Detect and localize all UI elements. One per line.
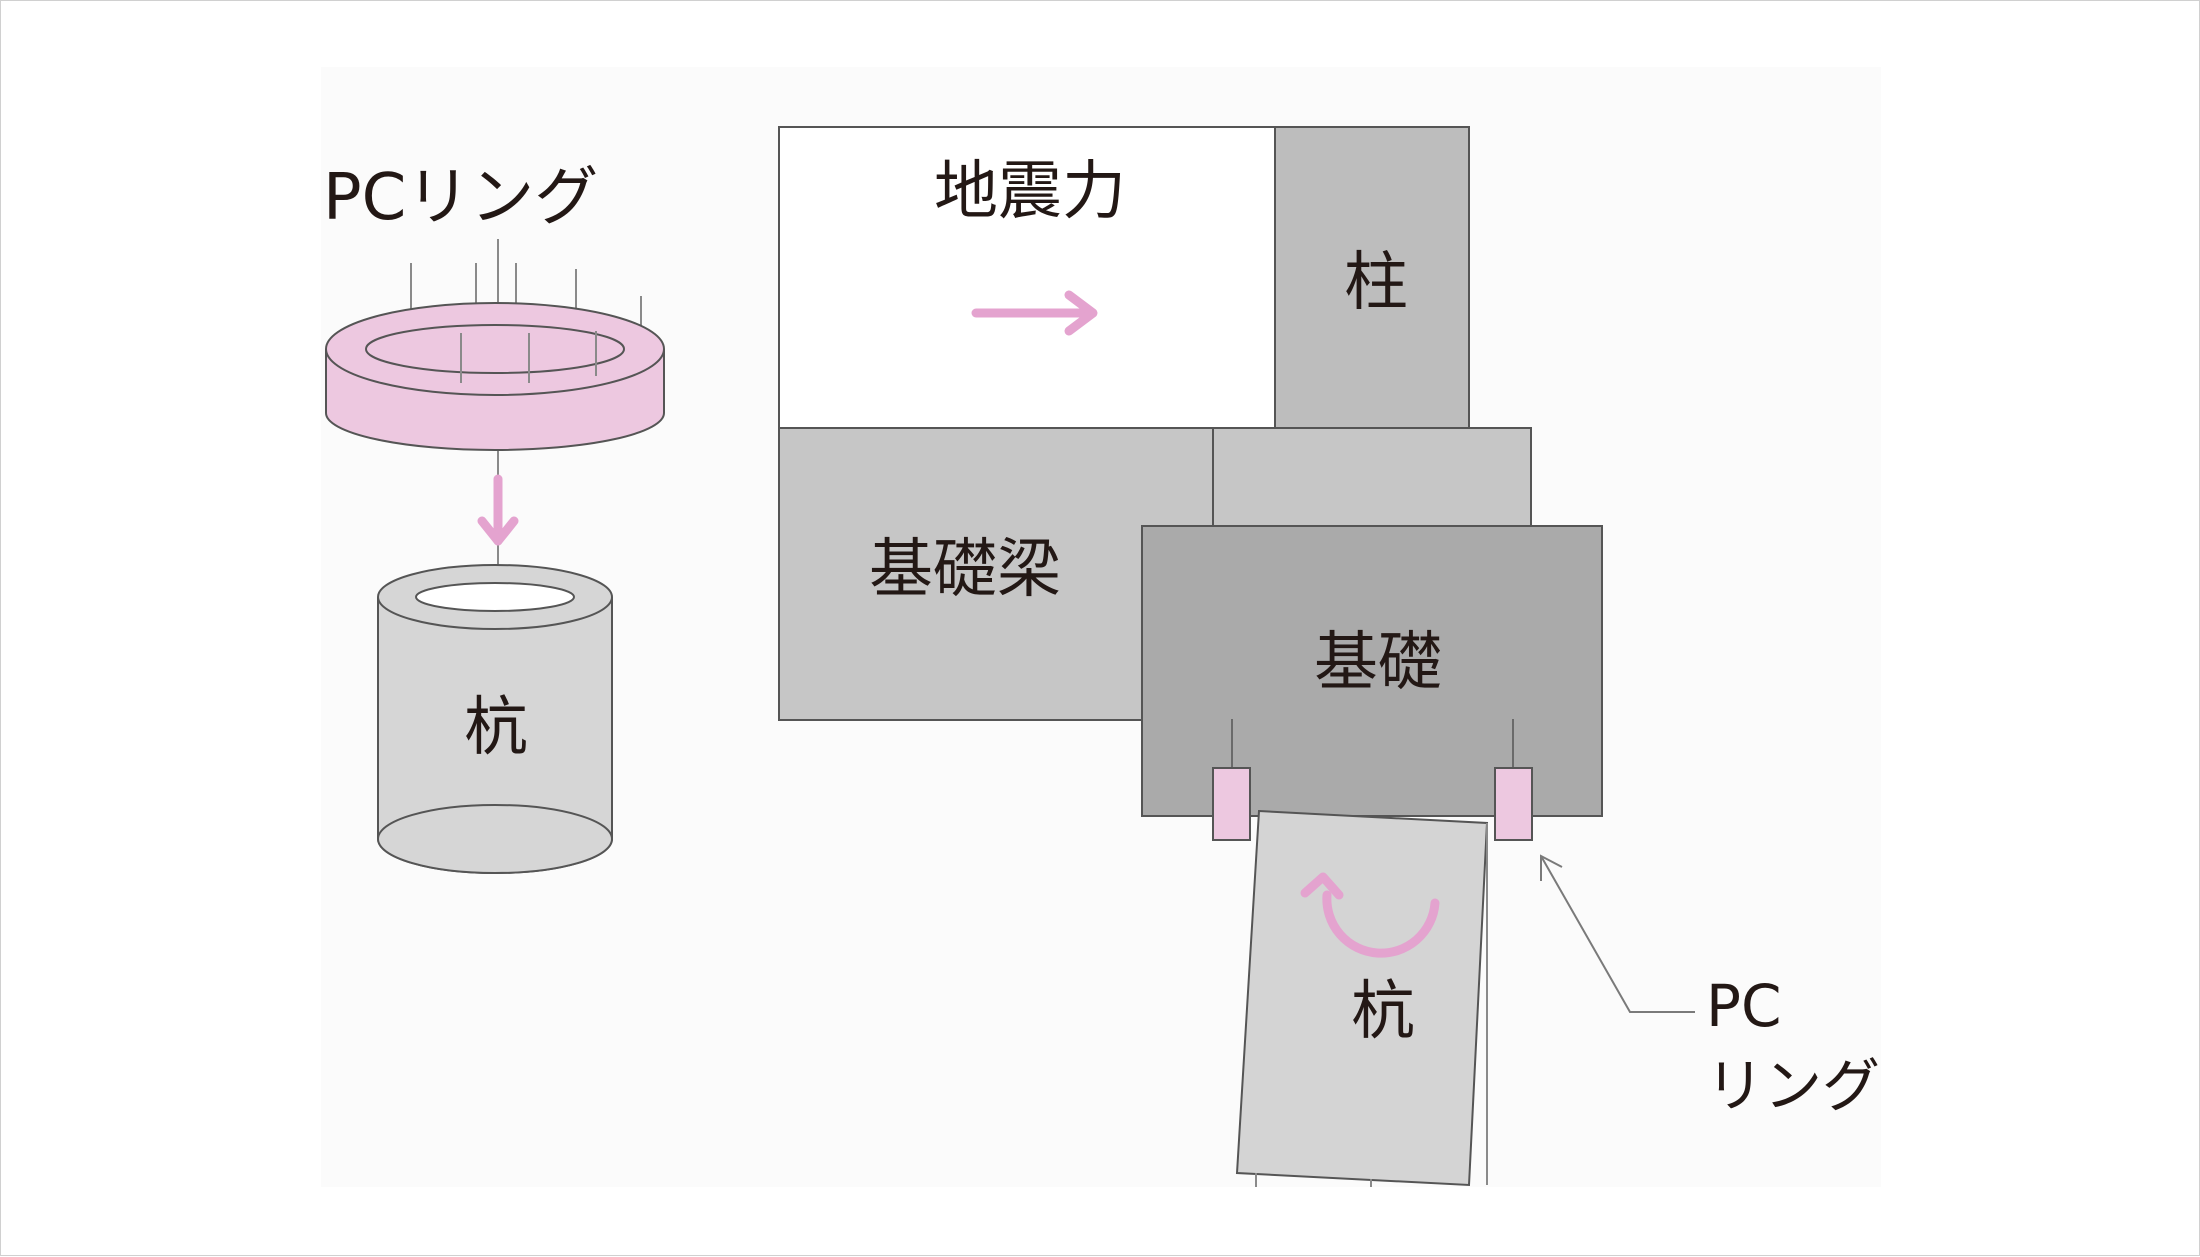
ring-assembly-diagram: PCリング (323, 161, 665, 874)
ring-inner-lines (460, 331, 597, 383)
pc-ring-block-left (1212, 767, 1251, 841)
pc-ring-leader-line (1540, 854, 1695, 1013)
pile-label-left: 杭 (464, 691, 528, 765)
right-arrow-icon (971, 290, 1098, 336)
pc-ring-shape (325, 302, 665, 451)
column-label: 柱 (1344, 246, 1408, 320)
down-arrow-icon (477, 474, 519, 546)
ring-title-label: PCリング (323, 161, 598, 235)
pc-ring-label-line1: PC (1706, 972, 1781, 1040)
foundation-beam-block (778, 427, 1214, 721)
foundation-beam-label: 基礎梁 (869, 533, 1061, 607)
foundation-label: 基礎 (1314, 626, 1442, 700)
pile-cylinder-left (377, 564, 613, 874)
pc-ring-label-line2: リング (1706, 1052, 1880, 1120)
foundation-upper-block (1212, 427, 1532, 527)
pc-ring-block-right (1494, 767, 1533, 841)
column-block (1274, 126, 1470, 429)
structure-diagram: 地震力 柱 基礎梁 基礎 (778, 126, 1880, 1187)
seismic-force-label: 地震力 (934, 155, 1126, 229)
pile-block-right (1235, 809, 1489, 1187)
pile-reinforcement-lines (1255, 823, 1488, 1187)
anchor-lines (1231, 719, 1514, 769)
rotation-arrow-icon (1300, 872, 1440, 958)
pile-label-right: 杭 (1351, 975, 1415, 1049)
